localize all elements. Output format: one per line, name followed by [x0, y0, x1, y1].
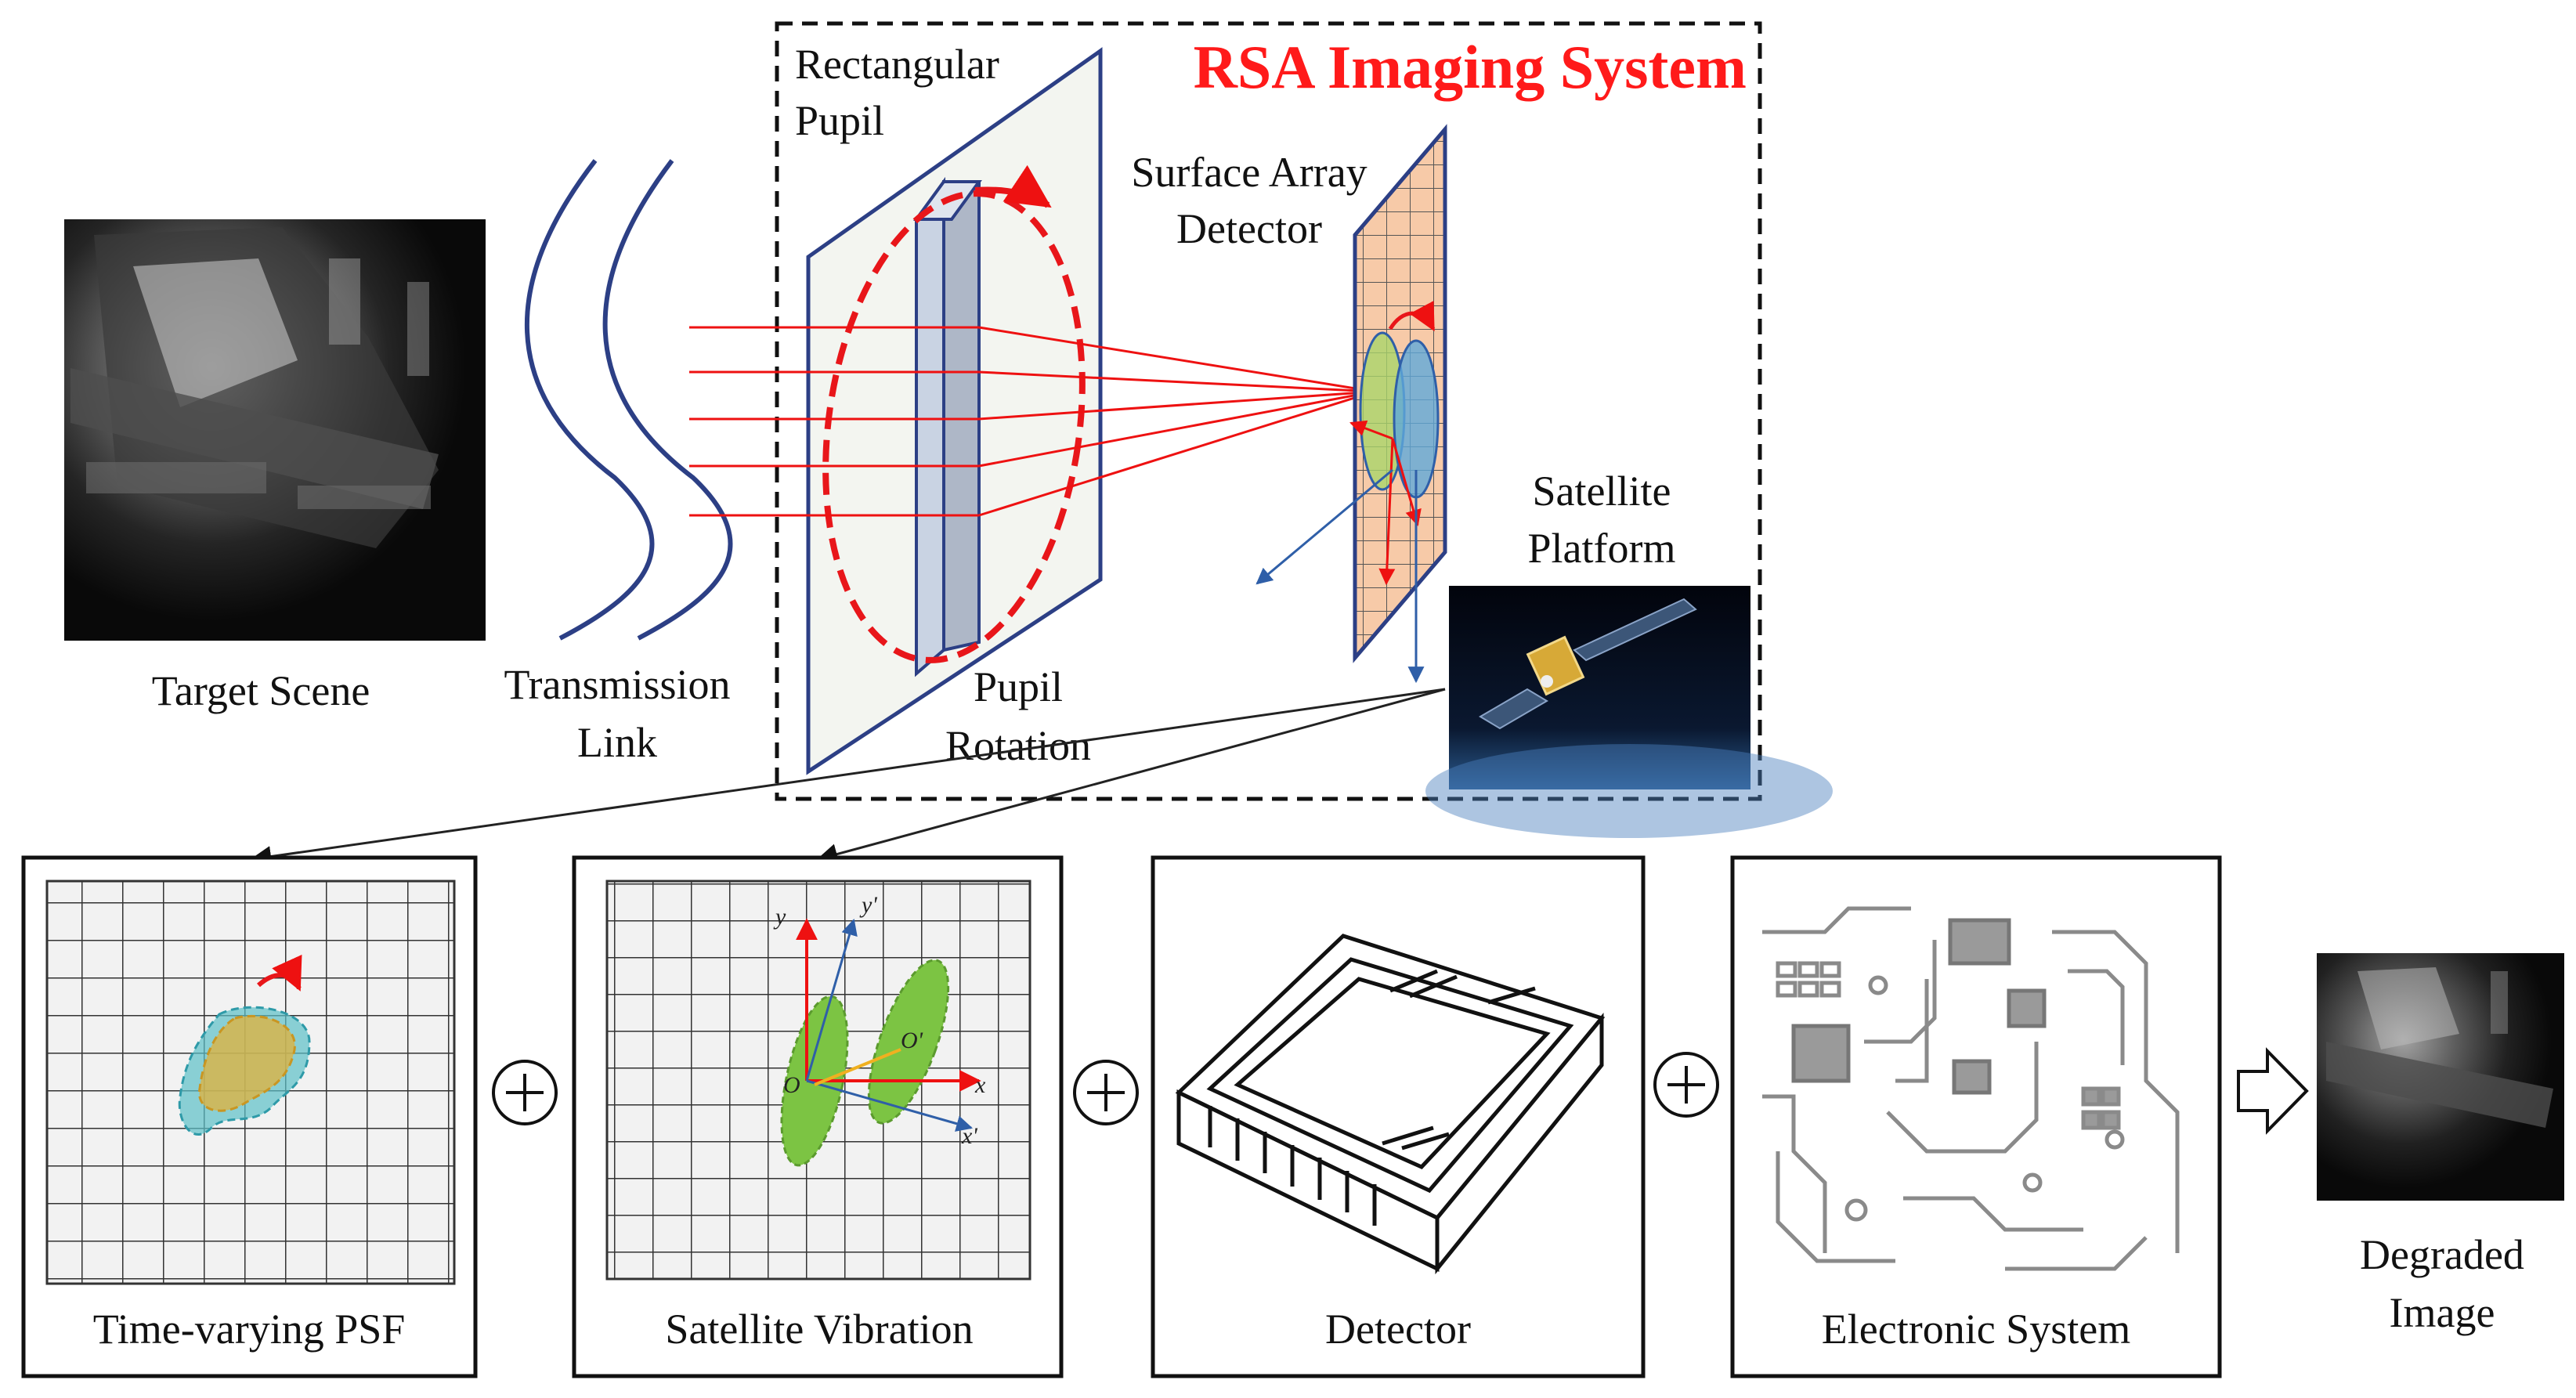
axis-y-prime-label: y' — [859, 892, 877, 918]
psf-rotation-arrow-icon — [256, 954, 302, 992]
rectangular-pupil-label-line1: Rectangular — [795, 41, 999, 88]
transmission-wave-2 — [602, 159, 733, 641]
detector-axis-red-down — [1378, 438, 1396, 586]
psf-label: Time-varying PSF — [93, 1306, 406, 1353]
connector-arrow-to-vibration — [816, 688, 1446, 865]
detector-illustration — [1175, 934, 1606, 1275]
detector-axis-red-left — [1349, 420, 1393, 440]
circuit-illustration — [1762, 906, 2180, 1271]
degraded-label-line1: Degraded — [2360, 1231, 2524, 1278]
detector-label: Detector — [1325, 1306, 1471, 1353]
transmission-label-line2: Link — [577, 719, 657, 766]
pupil-rotation-label-line2: Rotation — [945, 722, 1091, 769]
psf-blob — [178, 1006, 311, 1136]
vibration-label: Satellite Vibration — [665, 1306, 973, 1353]
degraded-label-line2: Image — [2390, 1289, 2495, 1336]
connector-arrow-to-psf — [250, 688, 1446, 867]
plus-icon-2 — [1073, 1060, 1139, 1125]
detector-axis-blue-left — [1255, 468, 1393, 585]
target-scene-label: Target Scene — [152, 667, 370, 714]
plus-icon-3 — [1653, 1052, 1719, 1118]
rsa-system-title: RSA Imaging System — [1194, 33, 1747, 101]
plus-icon-1 — [492, 1060, 558, 1125]
vibration-ellipse-o-prime — [867, 959, 950, 1125]
hollow-right-arrow-icon — [2237, 1047, 2309, 1135]
detector-axis-red-diag — [1391, 438, 1422, 527]
pupil-rotation-label-line1: Pupil — [974, 663, 1063, 710]
rectangular-slit — [913, 176, 982, 677]
transmission-label-line1: Transmission — [504, 661, 730, 708]
axis-y-label: y — [773, 904, 786, 930]
displacement-line — [814, 1048, 901, 1086]
axis-y-prime — [805, 918, 858, 1082]
axis-x-prime-label: x' — [961, 1123, 977, 1149]
transmission-wave-1 — [524, 159, 655, 641]
satellite-image — [1425, 586, 1833, 838]
axis-x-label: x — [974, 1072, 986, 1098]
satellite-platform-label-line1: Satellite — [1533, 468, 1671, 515]
detector-rotation-arrow-icon — [1388, 300, 1436, 332]
origin-o-prime-label: O' — [901, 1028, 923, 1053]
surface-detector-label-line1: Surface Array — [1131, 149, 1367, 196]
rectangular-pupil-label-line2: Pupil — [795, 97, 884, 144]
rotation-arrow-icon — [974, 164, 1052, 208]
electronic-label: Electronic System — [1822, 1306, 2130, 1353]
satellite-platform-label-line2: Platform — [1528, 525, 1676, 572]
origin-o-label: O — [783, 1072, 800, 1098]
target-scene-image — [64, 219, 486, 641]
pupil-rotation-ellipse — [822, 190, 1086, 663]
degraded-image — [2317, 953, 2564, 1201]
surface-detector-label-line2: Detector — [1176, 205, 1322, 252]
light-rays — [689, 326, 1375, 517]
axis-x-prime — [806, 1079, 974, 1132]
rsa-system-box — [775, 21, 1762, 801]
